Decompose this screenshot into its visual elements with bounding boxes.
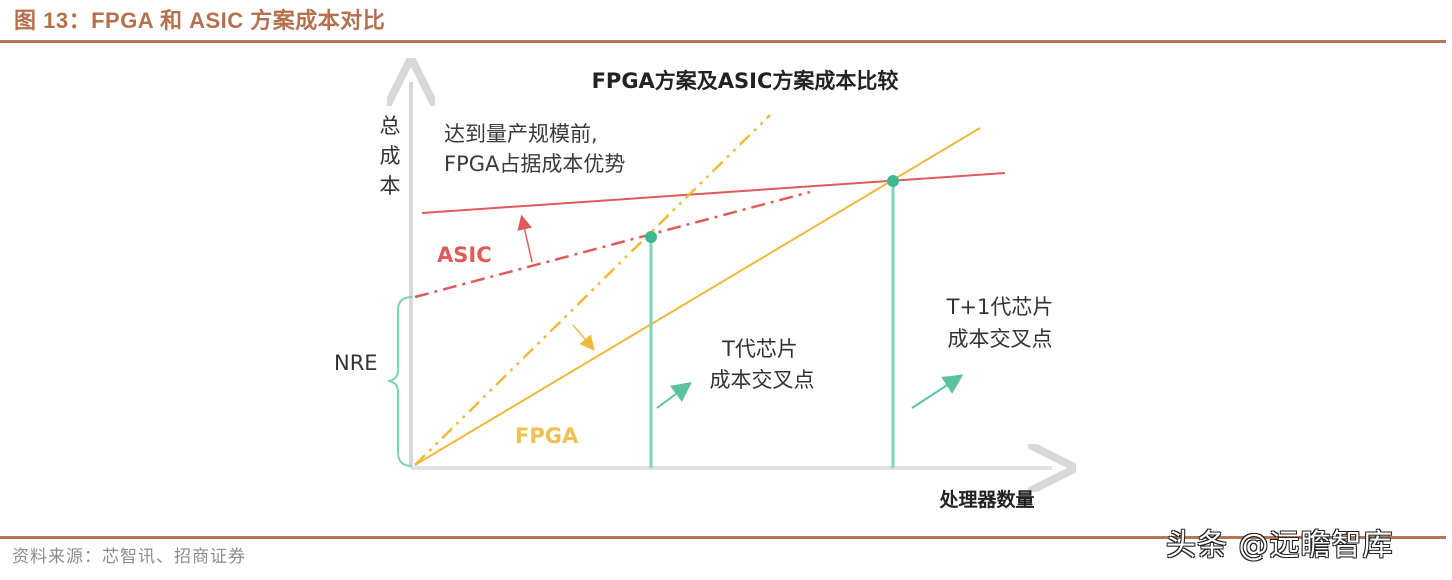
y-axis-label-2: 成 [380, 144, 401, 168]
crossover-t-label-1: T代芯片 [721, 337, 798, 361]
crossover-t-point [645, 231, 657, 243]
crossover-t1-arrow [911, 374, 964, 409]
fpga-line-t [414, 114, 771, 466]
source-note: 资料来源：芯智讯、招商证券 [12, 547, 246, 567]
crossover-t1-point [887, 175, 899, 187]
crossover-t1-label-1: T+1代芯片 [946, 295, 1054, 319]
nre-label: NRE [334, 351, 378, 375]
asic-line-t1 [421, 172, 1006, 214]
crossover-t-arrow [656, 382, 693, 409]
asic-shift-arrow [517, 214, 533, 263]
figure-header: 图 13：FPGA 和 ASIC 方案成本对比 [14, 8, 386, 33]
x-axis-label: 处理器数量 [938, 488, 1034, 511]
y-axis-label-3: 本 [380, 174, 401, 198]
note-line-1: 达到量产规模前, [444, 122, 598, 146]
watermark: 头条 @远瞻智库 [1166, 528, 1394, 563]
chart-title: FPGA方案及ASIC方案成本比较 [592, 69, 899, 93]
asic-line-t [414, 190, 811, 299]
crossover-t-label-2: 成本交叉点 [710, 368, 815, 392]
fpga-label: FPGA [515, 424, 579, 448]
crossover-t1-label-2: 成本交叉点 [948, 327, 1053, 351]
footer-rule [0, 536, 1446, 539]
fpga-line-t1 [414, 127, 981, 466]
y-axis-label-1: 总 [380, 114, 401, 138]
asic-label: ASIC [437, 243, 492, 267]
note-line-2: FPGA占据成本优势 [444, 152, 625, 176]
nre-brace [387, 296, 413, 467]
header-rule [0, 40, 1446, 43]
fpga-shift-arrow [572, 324, 595, 351]
